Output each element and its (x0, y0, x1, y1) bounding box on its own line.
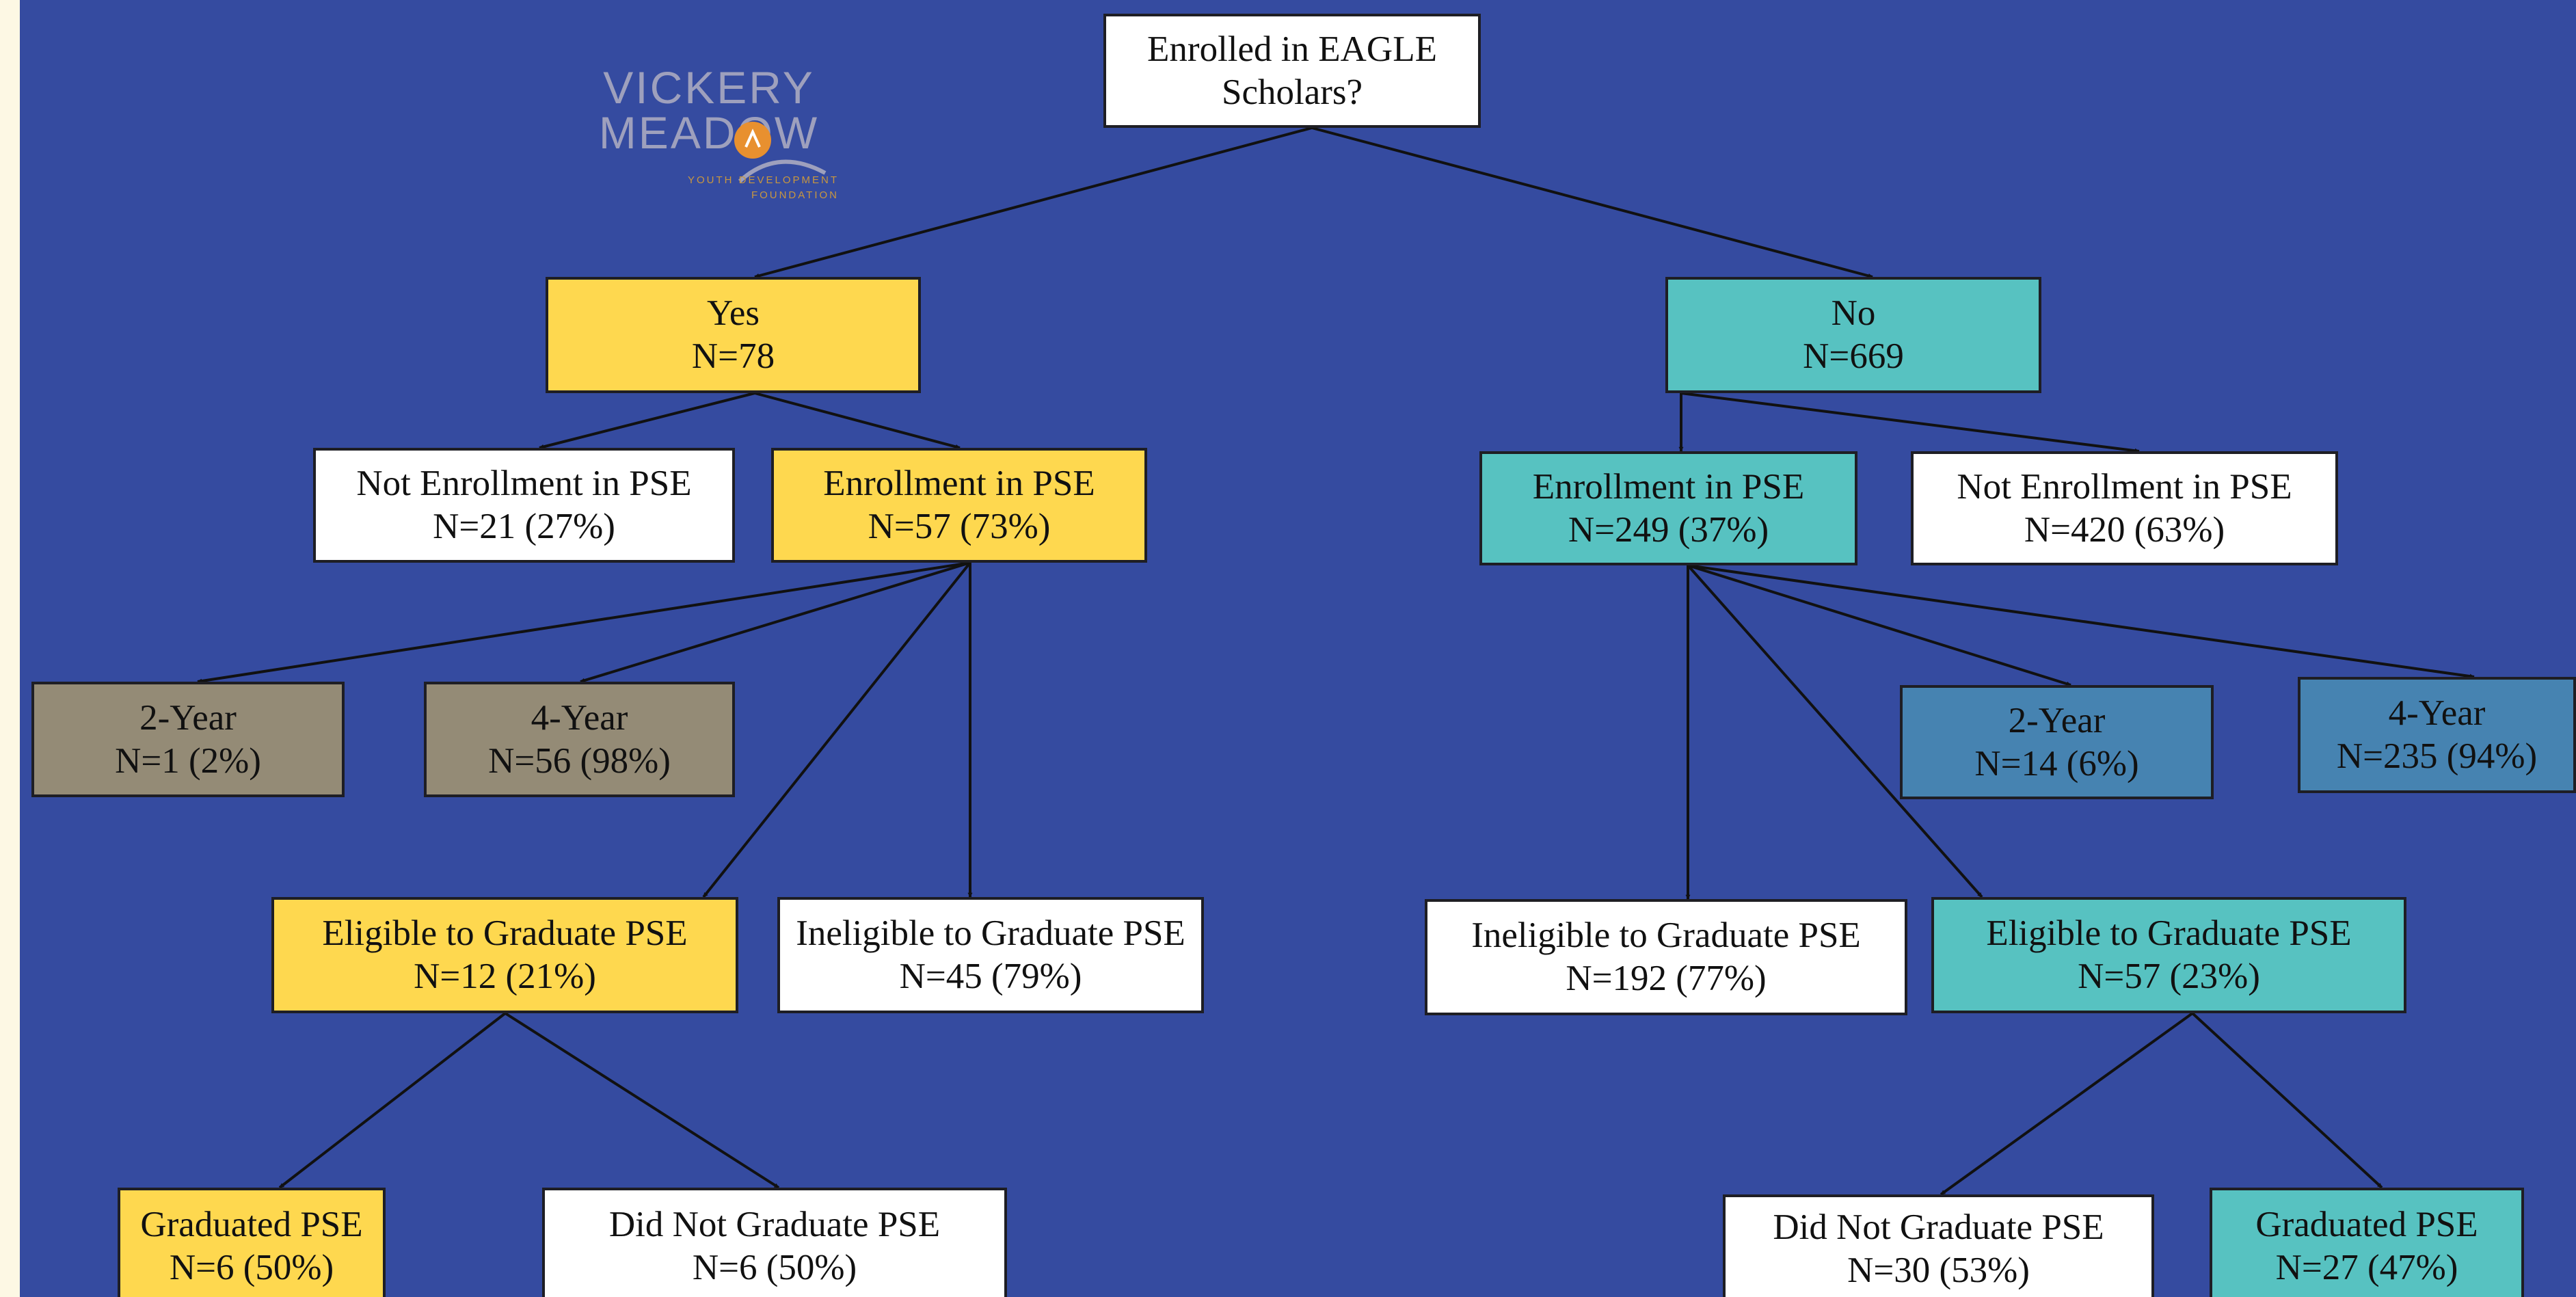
node-label: Scholars? (1221, 72, 1363, 112)
node-value: N=14 (6%) (1974, 743, 2139, 784)
connector-arrow (2191, 1012, 2383, 1189)
node-value: N=235 (94%) (2336, 736, 2538, 776)
node-value: N=12 (21%) (414, 957, 596, 996)
node-no-eligible: Eligible to Graduate PSE N=57 (23%) (1931, 897, 2406, 1013)
node-label: 4-Year (2388, 693, 2486, 733)
node-label: Graduated PSE (2255, 1205, 2478, 1244)
vickery-meadow-logo: VICKERY MEADOW YOUTH DEVELOPMENT FOUNDAT… (579, 65, 839, 215)
node-value: N=1 (2%) (115, 740, 261, 781)
sunrise-icon (734, 122, 827, 183)
connector-arrow (754, 126, 1313, 278)
node-value: N=45 (79%) (899, 957, 1082, 996)
logo-subtitle-line1: YOUTH DEVELOPMENT (687, 174, 839, 186)
node-label: 4-Year (531, 697, 628, 738)
node-label: Not Enrollment in PSE (1957, 466, 2292, 507)
node-label: Eligible to Graduate PSE (322, 913, 688, 953)
node-label: Yes (706, 293, 760, 333)
node-no-enrollment: Enrollment in PSE N=249 (37%) (1479, 451, 1857, 565)
node-label: No (1831, 293, 1876, 333)
node-label: Did Not Graduate PSE (1773, 1207, 2104, 1247)
node-no-did-not-graduate: Did Not Graduate PSE N=30 (53%) (1723, 1194, 2154, 1297)
node-enrolled-in-eagle: Enrolled in EAGLE Scholars? (1103, 14, 1481, 128)
connector-arrow (1311, 126, 1873, 278)
node-label: 2-Year (139, 697, 237, 738)
connector-arrow (1940, 1012, 2194, 1196)
node-value: N=249 (37%) (1568, 509, 1769, 550)
node-value: N=420 (63%) (2024, 509, 2225, 550)
node-value: N=21 (27%) (433, 507, 615, 546)
node-value: N=78 (691, 336, 775, 376)
node-no: No N=669 (1665, 277, 2041, 393)
node-yes-2-year: 2-Year N=1 (2%) (31, 682, 345, 797)
logo-word-top: VICKERY (603, 62, 815, 113)
node-label: Ineligible to Graduate PSE (1471, 915, 1861, 955)
node-no-ineligible: Ineligible to Graduate PSE N=192 (77%) (1425, 899, 1907, 1015)
node-value: N=57 (23%) (2078, 957, 2260, 996)
node-value: N=30 (53%) (1847, 1251, 2030, 1290)
node-label: Eligible to Graduate PSE (1986, 913, 2352, 953)
node-yes-graduated: Graduated PSE N=6 (50%) (118, 1188, 386, 1297)
node-yes-not-enrollment: Not Enrollment in PSE N=21 (27%) (313, 448, 735, 563)
node-value: N=192 (77%) (1566, 959, 1767, 998)
node-label: Enrollment in PSE (1532, 466, 1805, 507)
node-yes-4-year: 4-Year N=56 (98%) (424, 682, 735, 797)
connector-arrow (580, 561, 971, 683)
connector-arrow (278, 1012, 507, 1189)
connector-arrow (1687, 564, 1983, 898)
connector-arrow (754, 392, 961, 449)
node-label: Enrolled in EAGLE (1147, 29, 1437, 69)
node-value: N=56 (98%) (488, 740, 671, 781)
node-yes: Yes N=78 (546, 277, 921, 393)
node-value: N=57 (73%) (868, 507, 1051, 546)
node-yes-enrollment: Enrollment in PSE N=57 (73%) (771, 448, 1147, 563)
node-label: Not Enrollment in PSE (356, 464, 692, 503)
node-label: Did Not Graduate PSE (608, 1205, 941, 1244)
node-label: 2-Year (2008, 700, 2106, 740)
connector-arrow (1687, 564, 2071, 686)
connector-arrow (702, 561, 971, 898)
node-label: Enrollment in PSE (823, 464, 1095, 503)
node-no-2-year: 2-Year N=14 (6%) (1900, 685, 2214, 799)
diagram-canvas: VICKERY MEADOW YOUTH DEVELOPMENT FOUNDAT… (20, 0, 2576, 1297)
node-yes-eligible: Eligible to Graduate PSE N=12 (21%) (271, 897, 738, 1013)
node-label: Ineligible to Graduate PSE (796, 913, 1185, 953)
connector-arrow (539, 392, 755, 449)
node-yes-did-not-graduate: Did Not Graduate PSE N=6 (50%) (542, 1188, 1007, 1297)
node-no-not-enrollment: Not Enrollment in PSE N=420 (63%) (1911, 451, 2338, 565)
node-no-4-year: 4-Year N=235 (94%) (2298, 677, 2576, 793)
connector-arrow (504, 1012, 780, 1189)
node-value: N=6 (50%) (692, 1248, 857, 1287)
logo-word-bottom: MEADOW (598, 107, 820, 158)
connector-arrows (197, 126, 2475, 1196)
connector-arrow (197, 561, 971, 684)
node-no-graduated: Graduated PSE N=27 (47%) (2210, 1188, 2524, 1297)
connector-arrow (1680, 392, 2140, 453)
logo-subtitle-line2: FOUNDATION (751, 189, 839, 201)
node-yes-ineligible: Ineligible to Graduate PSE N=45 (79%) (777, 897, 1204, 1013)
node-value: N=27 (47%) (2275, 1248, 2458, 1287)
node-label: Graduated PSE (140, 1205, 363, 1244)
connector-arrow (1687, 564, 2475, 679)
node-value: N=6 (50%) (169, 1248, 334, 1287)
node-value: N=669 (1803, 336, 1904, 376)
